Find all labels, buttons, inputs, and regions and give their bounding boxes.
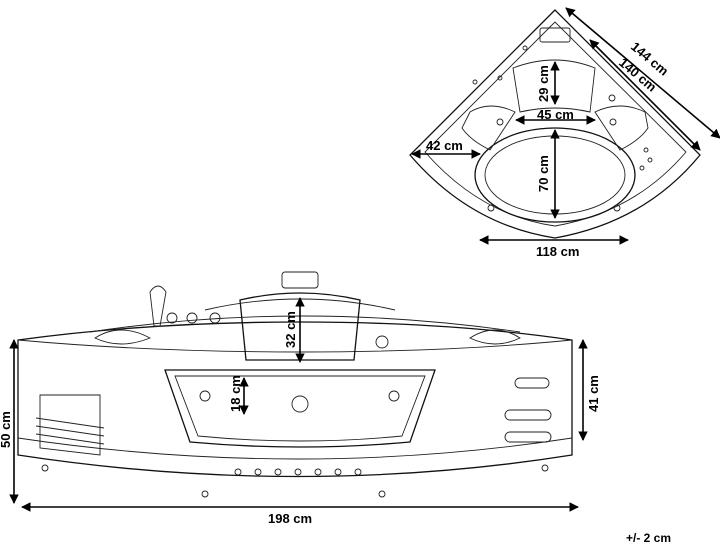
front-view-bottom-band <box>17 437 573 460</box>
tap-knob <box>209 312 221 324</box>
front-view-rim-back <box>89 315 521 333</box>
light <box>294 468 302 476</box>
top-jet <box>609 118 617 126</box>
light <box>274 468 282 476</box>
top-view-headrest <box>512 59 596 113</box>
side-vent <box>504 409 552 421</box>
front-view-controls-box <box>281 271 319 289</box>
top-jet <box>647 157 653 163</box>
window-jet <box>199 390 211 402</box>
front-view: 50 cm 41 cm 32 cm 18 cm 198 cm <box>0 271 601 526</box>
top-jet <box>487 204 495 212</box>
top-jet <box>613 204 621 212</box>
top-jet <box>497 75 503 81</box>
top-view-right-seat <box>594 105 649 151</box>
light <box>254 468 262 476</box>
front-view-right-pad <box>469 329 521 345</box>
basin-length-label: 70 cm <box>536 155 551 192</box>
top-jet <box>496 118 504 126</box>
foot <box>378 490 386 498</box>
headrest-depth-label: 29 cm <box>536 65 551 102</box>
tap-knob <box>166 312 178 324</box>
top-view-basin <box>474 127 636 223</box>
top-jet <box>643 147 649 153</box>
side-vent <box>504 431 552 443</box>
foot <box>201 490 209 498</box>
tolerance-note: +/- 2 cm <box>626 531 671 545</box>
hand-shower <box>149 285 167 327</box>
window-height-label: 18 cm <box>228 375 243 412</box>
front-view-left-pad <box>94 329 152 345</box>
foot <box>41 464 49 472</box>
light <box>334 468 342 476</box>
side-vent <box>514 377 550 389</box>
foot <box>541 464 549 472</box>
top-jet <box>639 165 645 171</box>
window-jet <box>291 395 309 413</box>
light <box>354 468 362 476</box>
total-height-label: 50 cm <box>0 411 13 448</box>
top-view-inner-rim <box>424 21 687 227</box>
basin-width-label: 118 cm <box>536 244 579 259</box>
tap-knob <box>186 312 198 324</box>
front-view-headrest <box>239 292 361 361</box>
top-view: 144 cm 140 cm 29 cm 45 cm 42 cm 70 cm 11… <box>409 7 720 259</box>
top-jet <box>522 45 528 51</box>
top-jet <box>472 79 478 85</box>
light <box>314 468 322 476</box>
seat-depth-label: 42 cm <box>426 138 463 153</box>
front-view-window-inner <box>174 375 426 442</box>
window-jet <box>388 390 400 402</box>
round-jet <box>375 335 389 349</box>
total-width-label: 198 cm <box>268 511 312 526</box>
headrest-width-label: 45 cm <box>537 107 574 122</box>
front-view-body <box>17 321 573 478</box>
skirt-height-label: 41 cm <box>586 375 601 412</box>
front-view-window <box>164 369 436 448</box>
towel-rack-recess <box>39 394 101 456</box>
top-jet <box>608 94 616 102</box>
top-view-left-seat <box>461 105 516 151</box>
towel-rack-bar <box>35 417 105 445</box>
top-view-controls <box>539 27 571 43</box>
light <box>234 468 242 476</box>
headrest-height-label: 32 cm <box>283 311 298 348</box>
